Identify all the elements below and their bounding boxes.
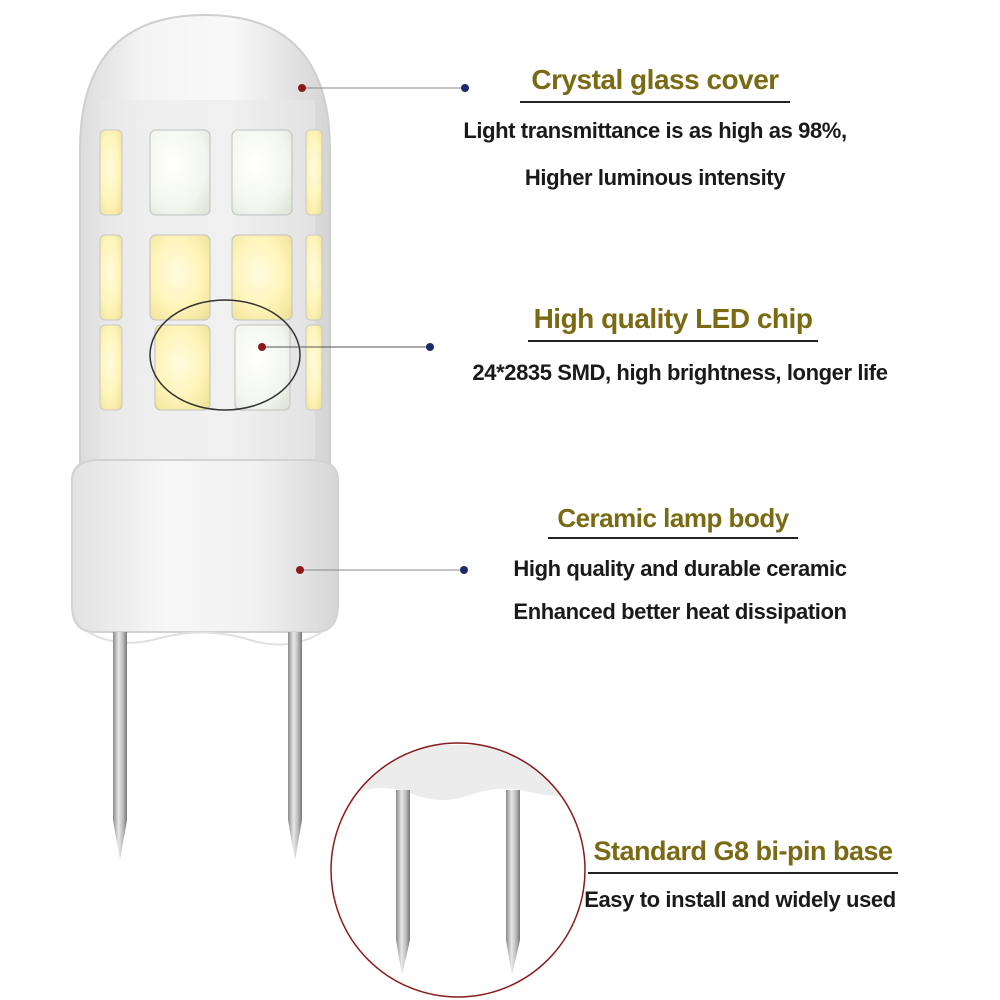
leader-dot-left [298,84,306,92]
ceramic-body [71,459,339,646]
feature-desc-line: Light transmittance is as high as 98%, [463,118,847,143]
feature-desc-line: High quality and durable ceramic [513,556,847,581]
bi-pin-base [113,632,302,860]
feature-title-pin-base: Standard G8 bi-pin base [593,836,893,866]
feature-desc-line: Easy to install and widely used [584,887,896,912]
chip-highlight-ring [149,299,301,411]
feature-title-glass-cover: Crystal glass cover [531,64,779,95]
leader-dot-right [426,343,434,351]
leader-dot-right [461,84,469,92]
title-underline [548,537,798,539]
leader-dot-right [460,566,468,574]
feature-desc-line: Higher luminous intensity [524,165,786,190]
title-underline [520,101,790,103]
leader-dot-left [258,343,266,351]
feature-desc-line: 24*2835 SMD, high brightness, longer lif… [472,360,888,385]
feature-title-led-chip: High quality LED chip [533,303,813,334]
led-chip-array [99,129,323,411]
title-underline [528,340,818,342]
feature-desc-line: Enhanced better heat dissipation [513,599,847,624]
leader-dot-left [296,566,304,574]
title-underline [588,872,898,874]
feature-title-ceramic-body: Ceramic lamp body [557,503,789,533]
pin-detail-inset [330,742,586,998]
callout-leaders [258,84,469,574]
